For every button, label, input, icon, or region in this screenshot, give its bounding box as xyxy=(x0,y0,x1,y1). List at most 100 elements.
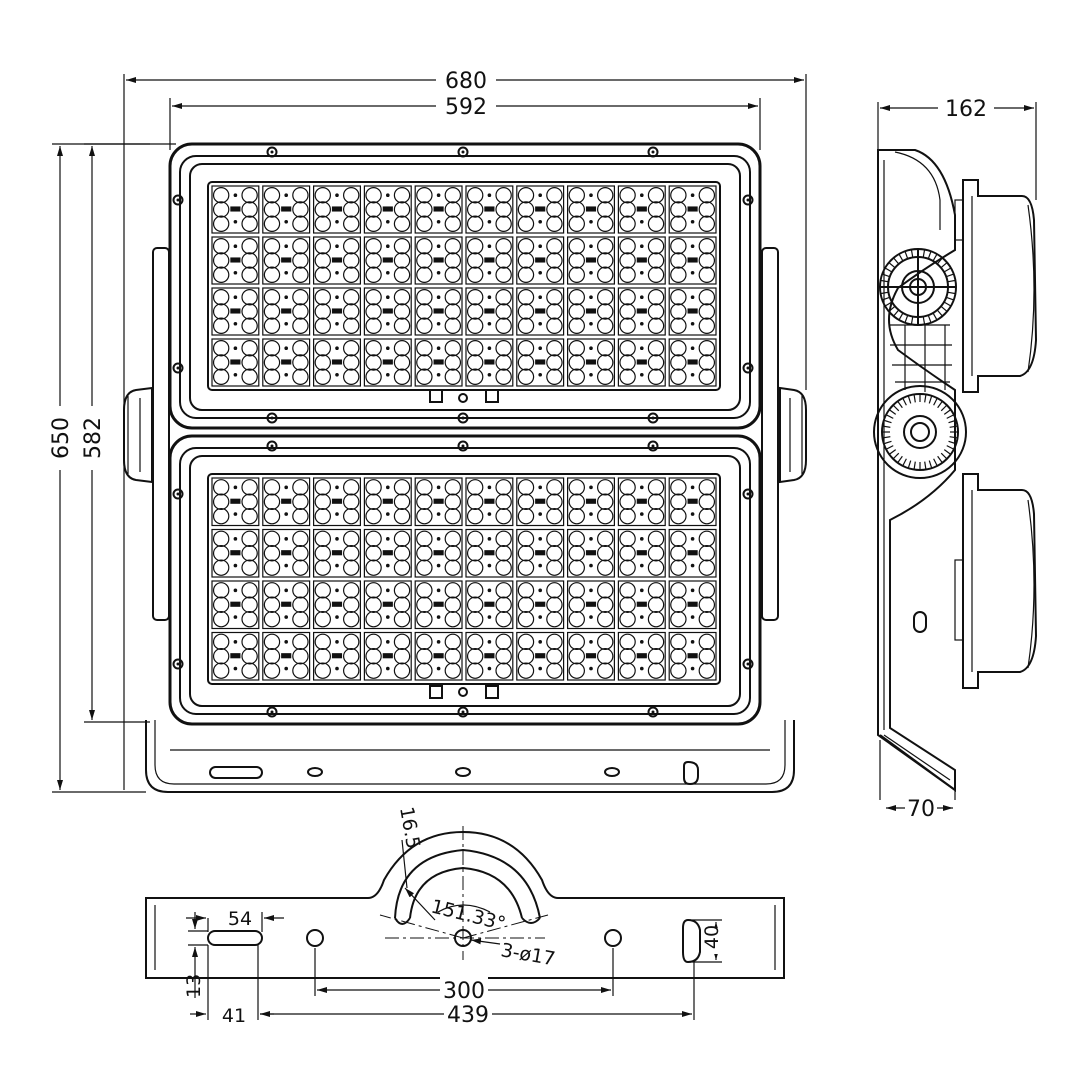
led-module xyxy=(516,185,565,234)
led-module xyxy=(313,528,362,578)
led-grid-upper xyxy=(211,185,717,387)
svg-text:3-ø17: 3-ø17 xyxy=(499,939,557,970)
screw xyxy=(266,146,278,158)
lower-tilt-knob xyxy=(873,385,967,479)
led-module xyxy=(262,236,311,285)
led-module xyxy=(617,236,666,285)
led-module xyxy=(211,580,260,630)
led-module xyxy=(617,528,666,578)
led-module xyxy=(617,185,666,234)
bracket-slot xyxy=(209,766,263,779)
led-module xyxy=(363,477,412,527)
screw xyxy=(457,146,469,158)
led-module xyxy=(668,580,717,630)
svg-text:592: 592 xyxy=(445,95,487,120)
led-module xyxy=(465,338,514,387)
bracket-center-hole xyxy=(454,929,472,947)
svg-text:680: 680 xyxy=(445,69,487,94)
led-grid-lower xyxy=(211,477,717,681)
led-module xyxy=(617,631,666,681)
svg-text:162: 162 xyxy=(945,97,987,122)
led-module xyxy=(313,236,362,285)
led-module xyxy=(566,580,615,630)
screw xyxy=(266,440,278,452)
led-module xyxy=(566,477,615,527)
dimension-overall-width: 680 xyxy=(123,66,807,790)
screw xyxy=(172,488,184,500)
led-module xyxy=(211,477,260,527)
led-module xyxy=(363,236,412,285)
led-module xyxy=(465,287,514,336)
led-module xyxy=(211,528,260,578)
svg-text:300: 300 xyxy=(443,979,485,1004)
led-module xyxy=(617,580,666,630)
led-module xyxy=(465,631,514,681)
led-module xyxy=(313,631,362,681)
screw xyxy=(457,440,469,452)
svg-text:439: 439 xyxy=(447,1003,489,1028)
led-module xyxy=(566,185,615,234)
led-module xyxy=(211,287,260,336)
dimension-hole-spacing: 300 xyxy=(314,948,614,1004)
dimension-slot-height: 13 xyxy=(183,912,208,998)
led-module xyxy=(211,338,260,387)
led-module xyxy=(262,287,311,336)
screw xyxy=(742,488,754,500)
led-module xyxy=(262,631,311,681)
led-module xyxy=(566,338,615,387)
dimension-panel-height: 582 xyxy=(80,143,150,723)
dimension-span: 439 xyxy=(260,962,695,1028)
led-module xyxy=(516,528,565,578)
screw xyxy=(457,412,469,424)
bracket-outline xyxy=(145,830,785,979)
led-module xyxy=(414,236,463,285)
led-module xyxy=(617,477,666,527)
led-module xyxy=(414,287,463,336)
led-module xyxy=(363,631,412,681)
svg-text:54: 54 xyxy=(228,908,252,930)
dimension-right-slot: 40 xyxy=(692,919,726,963)
led-module xyxy=(414,631,463,681)
upper-tilt-knob xyxy=(879,248,957,326)
lower-lamp-housing xyxy=(962,473,1038,689)
led-module xyxy=(363,287,412,336)
front-view: 680 592 650 582 xyxy=(48,66,807,793)
led-module xyxy=(465,580,514,630)
led-module xyxy=(211,185,260,234)
led-module xyxy=(668,236,717,285)
led-module xyxy=(211,631,260,681)
svg-text:13: 13 xyxy=(183,974,205,998)
screw xyxy=(266,412,278,424)
svg-text:70: 70 xyxy=(907,797,935,822)
led-module xyxy=(313,477,362,527)
led-module xyxy=(262,528,311,578)
svg-text:151.33°: 151.33° xyxy=(429,896,508,936)
screw xyxy=(647,706,659,718)
led-module xyxy=(262,477,311,527)
mounting-bracket xyxy=(145,720,795,793)
screw xyxy=(647,146,659,158)
led-module xyxy=(211,236,260,285)
led-module xyxy=(516,287,565,336)
dimension-panel-width: 592 xyxy=(169,92,761,150)
dimension-overall-height: 650 xyxy=(48,143,176,793)
right-pivot-knob xyxy=(779,386,807,484)
led-module xyxy=(262,185,311,234)
upper-lamp-housing xyxy=(962,179,1038,393)
led-module xyxy=(465,477,514,527)
screw xyxy=(457,706,469,718)
svg-text:582: 582 xyxy=(81,417,106,459)
led-module xyxy=(516,631,565,681)
dimension-bracket-depth: 70 xyxy=(886,796,953,822)
led-module xyxy=(414,477,463,527)
screw xyxy=(742,658,754,670)
screw xyxy=(742,194,754,206)
led-module xyxy=(363,338,412,387)
screw xyxy=(647,412,659,424)
led-module xyxy=(566,287,615,336)
led-module xyxy=(414,185,463,234)
led-module xyxy=(414,338,463,387)
led-module xyxy=(465,185,514,234)
svg-text:40: 40 xyxy=(701,925,723,949)
led-module xyxy=(262,338,311,387)
